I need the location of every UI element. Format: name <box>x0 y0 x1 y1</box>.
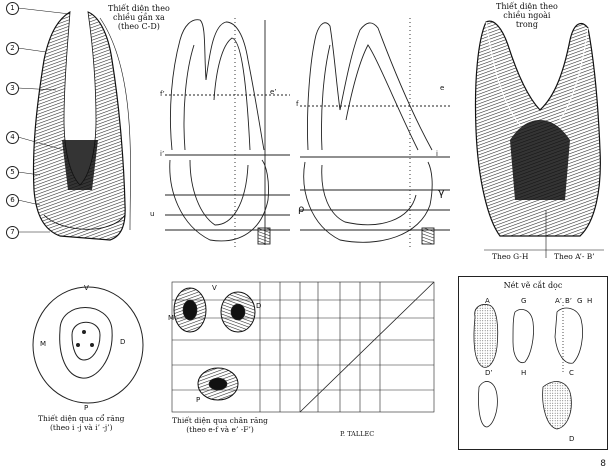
inset-letter-d: D <box>569 435 575 443</box>
callout-2: 2 <box>6 42 19 55</box>
letter-gamma: γ <box>438 186 445 199</box>
letter-rho: ρ <box>298 204 305 215</box>
letter-i2: i’ <box>160 150 165 158</box>
inset-letter-d2: D’ <box>485 369 493 377</box>
orient-m: M <box>40 340 47 348</box>
inset-sketches <box>473 302 583 430</box>
grid-orient-m: M <box>168 314 175 322</box>
grid-orient-v: V <box>212 284 217 292</box>
author-credit: P. TALLEC <box>340 430 375 438</box>
callout-4: 4 <box>6 131 19 144</box>
inset-letter-a: A <box>485 297 490 305</box>
page-number: 8 <box>600 459 606 469</box>
inset-letter-h2: H <box>521 369 527 377</box>
callout-1: 1 <box>6 2 19 15</box>
buccal-section-label: Thiết diện theo chiều ngoài trong <box>496 2 558 29</box>
orient-p: P <box>84 404 89 412</box>
inset-letter-g2: G <box>577 297 583 305</box>
orient-v: V <box>84 284 89 292</box>
root-caption: Thiết diện qua chân răng (theo e-f và e’… <box>172 416 268 434</box>
longitudinal-sketch-inset: Nét vẽ cắt dọc A G A’ B’ G H D’ H C D <box>458 276 608 450</box>
buccal-construction-drawing <box>300 18 450 250</box>
cervical-caption: Thiết diện qua cổ răng (theo i -j và i’ … <box>38 414 125 432</box>
callout-7: 7 <box>6 226 19 239</box>
callout-6: 6 <box>6 194 19 207</box>
letter-f2: f’ <box>160 90 165 98</box>
letter-i: i <box>436 150 438 158</box>
orient-d: D <box>120 338 126 346</box>
callout-5: 5 <box>6 166 19 179</box>
root-grid-construction <box>171 281 435 413</box>
ab-label: Theo A’- B’ <box>554 252 595 261</box>
inset-letter-g: G <box>521 297 527 305</box>
letter-e: e <box>440 84 445 92</box>
inset-letter-b2: B’ <box>565 297 573 305</box>
grid-orient-p: P <box>196 396 201 404</box>
gh-label: Theo G-H <box>492 252 529 261</box>
letter-f: f <box>296 100 299 108</box>
letter-nu: u <box>150 210 155 218</box>
cervical-cross-section <box>32 286 144 404</box>
inset-letter-a2: A’ <box>555 297 563 305</box>
right-tooth-section <box>474 20 604 258</box>
inset-letter-c: C <box>569 369 574 377</box>
mesial-section-label: Thiết diện theo chiều gần xa (theo C-D) <box>108 4 170 31</box>
inset-title: Nét vẽ cắt dọc <box>503 281 563 290</box>
letter-e2: e’ <box>270 88 277 96</box>
left-tooth-section <box>17 7 131 241</box>
inset-letter-h: H <box>587 297 593 305</box>
grid-orient-d: D <box>256 302 262 310</box>
mesial-construction-drawing <box>165 18 290 250</box>
callout-3: 3 <box>6 82 19 95</box>
